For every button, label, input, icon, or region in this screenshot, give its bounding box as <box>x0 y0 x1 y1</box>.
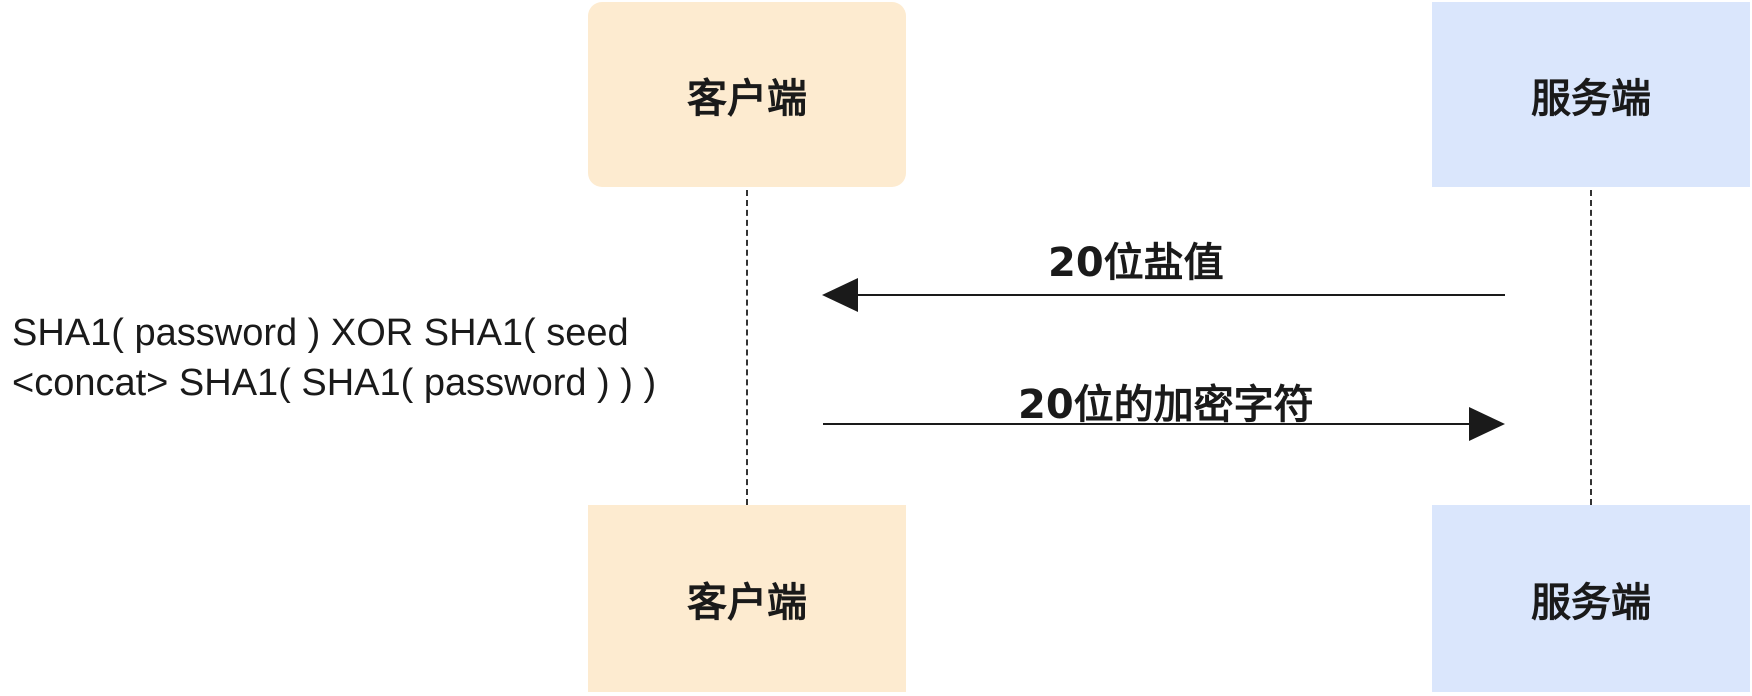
client-participant-top: 客户端 <box>588 2 906 187</box>
salt-message-arrow <box>822 278 1505 312</box>
server-label-top: 服务端 <box>1531 75 1651 122</box>
client-participant-bottom: 客户端 <box>588 505 906 692</box>
server-participant-top: 服务端 <box>1432 2 1750 187</box>
formula-line-2: <concat> SHA1( SHA1( password ) ) ) <box>12 362 657 404</box>
client-lifeline <box>746 190 748 505</box>
encrypted-message-label: 20位的加密字符 <box>1018 382 1314 428</box>
client-label-bottom: 客户端 <box>687 579 807 626</box>
client-label-top: 客户端 <box>687 75 807 122</box>
server-label-bottom: 服务端 <box>1531 579 1651 626</box>
encrypted-message-arrow <box>823 407 1505 441</box>
server-lifeline <box>1590 190 1592 505</box>
formula-line-1: SHA1( password ) XOR SHA1( seed <box>12 312 629 354</box>
formula-note: SHA1( password ) XOR SHA1( seed <concat>… <box>12 308 656 408</box>
server-participant-bottom: 服务端 <box>1432 505 1750 692</box>
salt-message-label: 20位盐值 <box>1048 240 1224 286</box>
